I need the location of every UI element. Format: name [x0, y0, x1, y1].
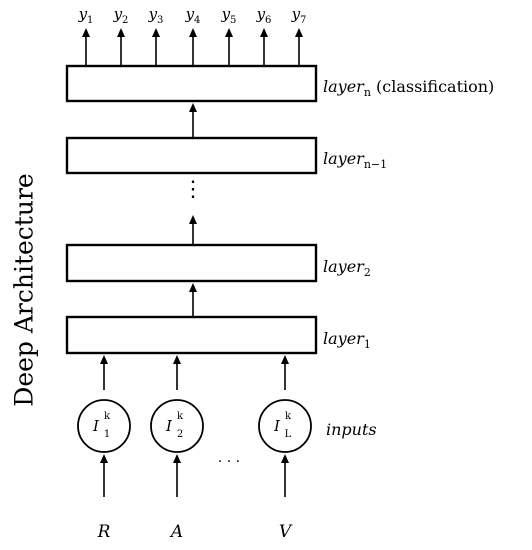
output-label-4: y4: [185, 5, 201, 26]
output-arrow-7: [295, 28, 303, 65]
input-node-L-sub: L: [285, 429, 292, 440]
vertical-ellipsis: ⋮: [182, 177, 204, 202]
arrow-node-1-to-layer-1: [100, 355, 108, 390]
layer-2-label: layer2: [323, 257, 371, 279]
layer-1-label: layer1: [323, 329, 371, 351]
output-label-3: y3: [148, 5, 164, 26]
input-node-2-label: I: [165, 417, 173, 435]
arrow-source-A-to-node-2: [173, 454, 181, 497]
layer-n-minus-1-box: [65, 136, 318, 175]
input-node-2-sub: 2: [177, 429, 183, 440]
input-node-1-label: I: [92, 417, 100, 435]
arrow-layer-n-minus-1-to-n: [189, 103, 197, 137]
output-arrow-2: [117, 28, 125, 65]
output-arrows: [82, 28, 303, 65]
input-node-2-sup: k: [177, 411, 184, 422]
layer-2-box: [65, 243, 318, 283]
arrow-layer-2-to-ellipsis: [189, 215, 197, 244]
output-arrow-6: [260, 28, 268, 65]
output-labels: y1 y2 y3 y4 y5 y6 y7: [78, 5, 307, 26]
output-label-6: y6: [256, 5, 272, 26]
layer-n-minus-1-label: layern−1: [323, 149, 387, 171]
arrow-layer-1-to-2: [189, 283, 197, 316]
output-arrow-4: [189, 28, 197, 65]
input-node-1-sub: 1: [104, 429, 110, 440]
source-label-R: R: [97, 522, 111, 542]
input-node-L-label: I: [273, 417, 281, 435]
inputs-label: inputs: [326, 420, 377, 439]
horizontal-ellipsis: · · ·: [218, 454, 240, 470]
input-node-1: I k 1: [77, 399, 131, 453]
layer-1-box: [65, 315, 318, 355]
source-label-A: A: [169, 522, 183, 542]
output-arrow-5: [225, 28, 233, 65]
input-node-2: I k 2: [150, 399, 204, 453]
arrow-source-R-to-node-1: [100, 454, 108, 497]
output-label-1: y1: [78, 5, 94, 26]
output-label-2: y2: [113, 5, 129, 26]
side-title: Deep Architecture: [10, 173, 39, 406]
arrow-source-V-to-node-L: [281, 454, 289, 497]
arrow-node-L-to-layer-1: [281, 355, 289, 390]
layer-n-box: [65, 64, 318, 103]
output-label-5: y5: [221, 5, 237, 26]
arrow-node-2-to-layer-1: [173, 355, 181, 390]
source-label-V: V: [279, 522, 293, 542]
input-node-L-sup: k: [285, 411, 292, 422]
input-node-1-sup: k: [104, 411, 111, 422]
output-arrow-1: [82, 28, 90, 65]
input-node-L: I k L: [258, 399, 312, 453]
output-arrow-3: [152, 28, 160, 65]
layer-n-label: layern (classification): [323, 77, 494, 99]
output-label-7: y7: [291, 5, 307, 26]
